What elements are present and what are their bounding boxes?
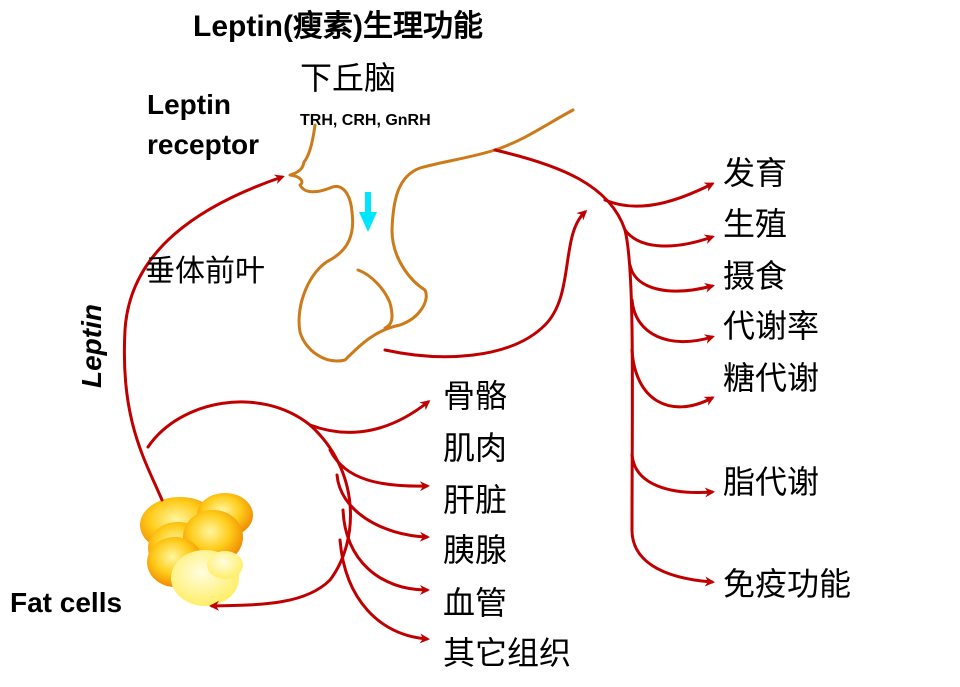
leptin-rotated-label: Leptin: [76, 304, 107, 388]
pituitary-label: 垂体前叶: [145, 254, 265, 289]
peripheral-loop-arrow: [146, 400, 352, 611]
target-other-tissues: 其它组织: [443, 634, 572, 672]
signal-down-arrow: [359, 192, 377, 232]
target-bone: 骨骼: [443, 377, 508, 415]
arrow-to-development: [603, 182, 715, 208]
arrow-to-metabolic-rate: [630, 298, 715, 344]
leptin-to-receptor-arrow: [122, 174, 285, 502]
arrow-to-glucose-metabolism: [630, 348, 715, 409]
receptor-label-line1: Leptin: [147, 89, 231, 120]
arrow-to-bone: [308, 400, 431, 434]
function-feeding: 摄食: [723, 257, 788, 295]
target-blood-vessel: 血管: [443, 584, 508, 622]
target-muscle: 肌肉: [443, 429, 508, 467]
function-reproduction: 生殖: [723, 205, 788, 243]
arrow-to-lipid-metabolism: [630, 453, 715, 498]
arrow-to-reproduction: [623, 228, 715, 248]
arrow-to-liver: [328, 448, 430, 492]
hypothalamus-hormones: TRH, CRH, GnRH: [300, 112, 431, 129]
receptor-label-line2: receptor: [147, 129, 260, 160]
fat-cells-cluster: [140, 493, 253, 606]
function-lipid-metabolism: 脂代谢: [723, 463, 820, 501]
function-glucose-metabolism: 糖代谢: [723, 359, 820, 397]
page-title: Leptin(瘦素)生理功能: [193, 10, 483, 43]
hypothalamus-pituitary-outline: [288, 108, 575, 363]
function-development: 发育: [723, 154, 788, 192]
target-pancreas: 胰腺: [443, 531, 508, 569]
function-metabolic-rate: 代谢率: [723, 307, 820, 345]
function-immune: 免疫功能: [723, 565, 852, 603]
arrow-to-blood-vessel: [341, 508, 430, 595]
arrow-to-feeding: [628, 263, 715, 293]
arrow-layer: [122, 148, 715, 644]
hypothalamus-label: 下丘脑: [300, 59, 397, 97]
fat-cells-label: Fat cells: [10, 587, 123, 618]
arrow-to-other-tissues: [338, 538, 430, 644]
arrow-to-pancreas: [335, 473, 430, 542]
pituitary-feedback-arrow: [383, 209, 588, 359]
target-liver: 肝脏: [443, 481, 508, 519]
central-trunk-arrow: [493, 148, 715, 587]
